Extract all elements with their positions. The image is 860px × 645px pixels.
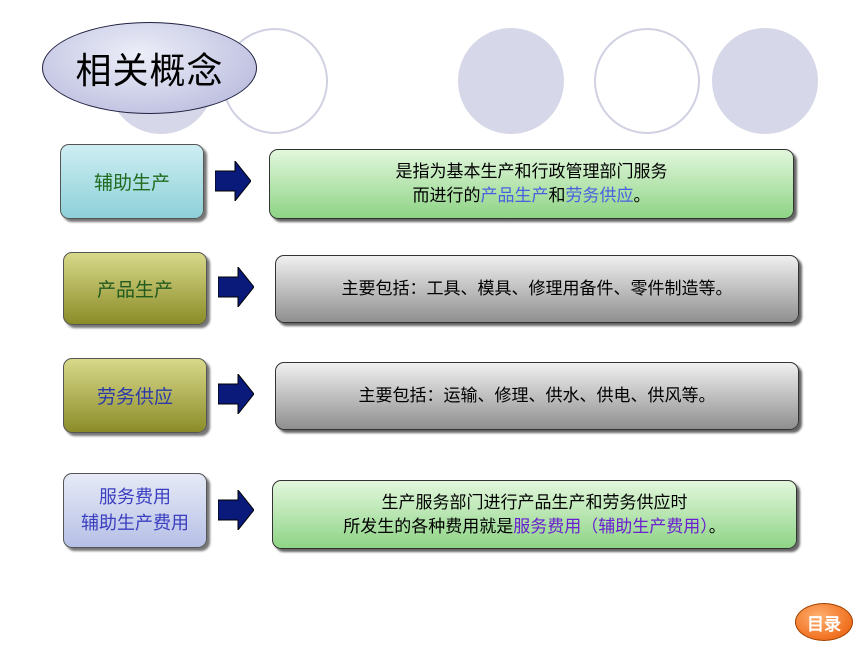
content-product-production: 主要包括：工具、模具、修理用备件、零件制造等。 bbox=[275, 255, 799, 323]
arrow-right-icon bbox=[218, 490, 254, 530]
arrow-right-icon bbox=[215, 161, 251, 201]
title-oval: 相关概念 bbox=[42, 22, 257, 114]
arrow-right-icon bbox=[218, 267, 254, 307]
content-text: 。 bbox=[633, 186, 651, 206]
toc-button[interactable]: 目录 bbox=[795, 603, 853, 641]
highlight-labor-supply: 劳务供应 bbox=[565, 186, 634, 206]
label-text: 劳务供应 bbox=[96, 386, 173, 408]
highlight-service-cost: 服务费用（辅助生产费用） bbox=[513, 516, 709, 537]
content-text: 和 bbox=[548, 186, 566, 206]
content-service-cost: 生产服务部门进行产品生产和劳务供应时 所发生的各种费用就是服务费用（辅助生产费用… bbox=[272, 480, 797, 549]
arrow-right-icon bbox=[218, 374, 254, 414]
highlight-product-production: 产品生产 bbox=[480, 186, 549, 206]
content-line: 所发生的各种费用就是服务费用（辅助生产费用）。 bbox=[343, 515, 726, 539]
label-product-production[interactable]: 产品生产 bbox=[63, 252, 207, 325]
page-title: 相关概念 bbox=[75, 51, 224, 92]
label-text: 产品生产 bbox=[96, 279, 173, 301]
content-line: 而进行的产品生产和劳务供应。 bbox=[413, 184, 651, 208]
decorative-circle bbox=[458, 28, 564, 134]
label-labor-supply[interactable]: 劳务供应 bbox=[63, 358, 207, 433]
content-text: 而进行的 bbox=[412, 186, 481, 206]
label-auxiliary-production[interactable]: 辅助生产 bbox=[60, 144, 204, 219]
label-service-cost[interactable]: 服务费用 辅助生产费用 bbox=[63, 473, 207, 548]
content-text: 。 bbox=[708, 516, 726, 537]
content-text: 所发生的各种费用就是 bbox=[343, 516, 514, 537]
content-line: 主要包括：工具、模具、修理用备件、零件制造等。 bbox=[341, 279, 733, 299]
content-auxiliary-production: 是指为基本生产和行政管理部门服务 而进行的产品生产和劳务供应。 bbox=[269, 149, 794, 219]
decorative-ring bbox=[594, 28, 700, 134]
label-text: 服务费用 bbox=[99, 486, 171, 508]
label-text: 辅助生产 bbox=[93, 172, 170, 194]
label-text: 辅助生产费用 bbox=[81, 512, 189, 534]
content-line: 是指为基本生产和行政管理部门服务 bbox=[395, 162, 668, 182]
decorative-circle bbox=[712, 28, 818, 134]
content-labor-supply: 主要包括：运输、修理、供水、供电、供风等。 bbox=[275, 362, 799, 430]
content-line: 主要包括：运输、修理、供水、供电、供风等。 bbox=[358, 386, 716, 406]
content-line: 生产服务部门进行产品生产和劳务供应时 bbox=[381, 492, 688, 513]
